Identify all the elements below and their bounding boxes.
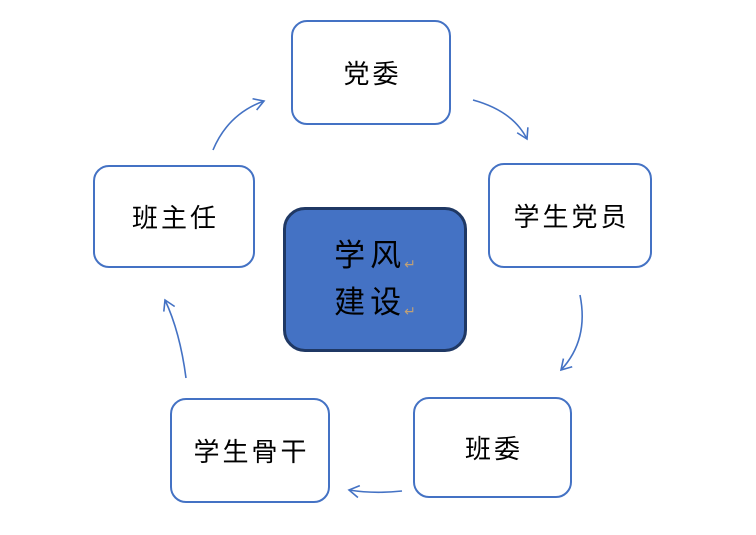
arrow-banzhuren-to-dangwei[interactable] xyxy=(212,97,266,151)
center-line-1: 学风 ↵ xyxy=(334,239,416,273)
center-node-xuefeng-jianshe[interactable]: 学风 ↵ 建设 ↵ xyxy=(283,207,467,352)
paragraph-mark-icon: ↵ xyxy=(404,257,416,274)
center-line-2: 建设 ↵ xyxy=(334,284,416,320)
arrow-banwei-to-xueshenggugan[interactable] xyxy=(347,484,403,499)
node-dangwei-label: 党委 xyxy=(343,60,402,89)
node-xueshenggugan[interactable]: 学生骨干 xyxy=(170,398,330,503)
node-xueshenggugan-label: 学生骨干 xyxy=(193,438,310,467)
center-line-1-text: 学风 xyxy=(334,238,407,274)
node-xueshengdangyuan[interactable]: 学生党员 xyxy=(488,163,652,268)
paragraph-mark-icon: ↵ xyxy=(404,303,416,320)
node-dangwei[interactable]: 党委 xyxy=(291,20,451,125)
center-line-2-text: 建设 xyxy=(334,284,407,320)
arrow-xueshenggugan-to-banzhuren[interactable] xyxy=(163,298,187,379)
arrow-dangwei-to-xueshengdangyuan[interactable] xyxy=(472,99,529,141)
node-xueshengdangyuan-label: 学生党员 xyxy=(513,203,630,232)
node-banzhuren[interactable]: 班主任 xyxy=(93,165,255,268)
node-banzhuren-label: 班主任 xyxy=(131,204,219,233)
node-banwei[interactable]: 班委 xyxy=(413,397,572,498)
node-banwei-label: 班委 xyxy=(464,435,523,464)
arrow-xueshengdangyuan-to-banwei[interactable] xyxy=(559,294,583,372)
